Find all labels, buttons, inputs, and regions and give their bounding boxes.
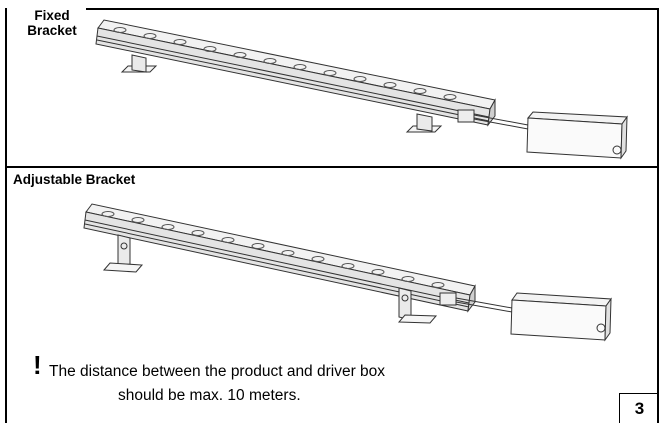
warning-mark: ! [33, 350, 42, 380]
adjustable-bracket-leds [101, 211, 445, 288]
fixed-bracket-title-line1: Fixed [34, 8, 70, 23]
adjustable-bracket-light-bar [83, 203, 476, 313]
frame-left [5, 8, 7, 423]
distance-note-line1: The distance between the product and dri… [49, 363, 386, 380]
adjustable-cable-and-driver-box [439, 292, 612, 342]
frame-right [657, 8, 659, 423]
fixed-cable-and-driver-box [457, 109, 628, 160]
frame-top [86, 8, 659, 10]
fixed-bracket-leds [113, 27, 457, 100]
page-number: 3 [619, 393, 659, 423]
fixed-brackets [120, 54, 443, 133]
distance-note-line2: should be max. 10 meters. [118, 387, 301, 404]
fixed-bracket-title: Fixed Bracket [23, 8, 81, 38]
panel-divider [5, 166, 659, 168]
adjustable-brackets [102, 234, 438, 324]
adjustable-bracket-title: Adjustable Bracket [13, 172, 136, 187]
fixed-bracket-title-line2: Bracket [27, 23, 77, 38]
